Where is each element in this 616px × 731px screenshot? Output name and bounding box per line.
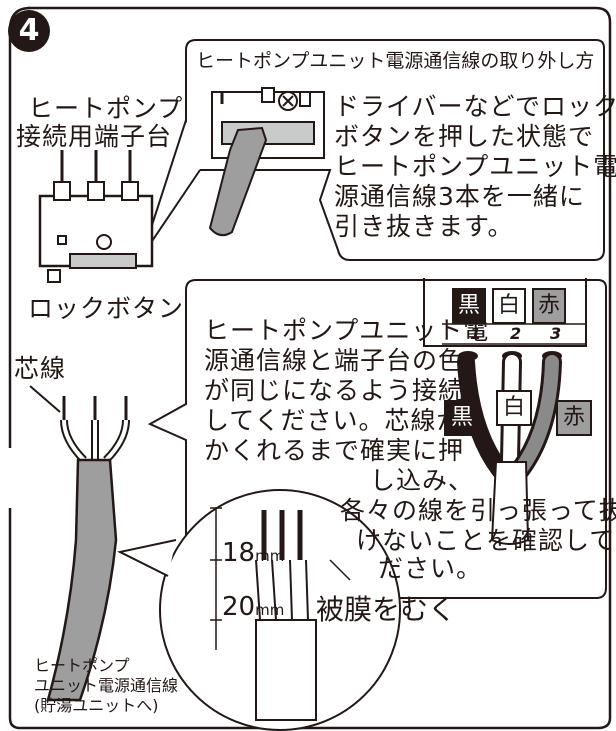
lock-button-label: ロックボタン xyxy=(28,294,185,323)
connection-line-8: けないことを確認してく xyxy=(356,526,616,555)
strip-20-value: 20mm xyxy=(222,592,285,622)
connection-line-4: してください。芯線が xyxy=(204,406,463,435)
removal-line-4: 源通信線3本を一緒に xyxy=(334,182,585,211)
terminal-number-1: 1 xyxy=(470,324,482,343)
color-label-white-top: 白 xyxy=(492,288,526,324)
connection-line-1: ヒートポンプユニット電 xyxy=(204,316,490,345)
color-label-black-wire: 黒 xyxy=(444,400,480,436)
color-label-red-top: 赤 xyxy=(532,288,566,324)
cable-label-line1: ヒートポンプ xyxy=(34,656,130,675)
connection-line-3: が同じになるよう接続 xyxy=(204,376,465,405)
cable-label-line3: (貯湯ユニットへ) xyxy=(34,696,159,715)
cable-label-line2: ユニット電源通信線 xyxy=(34,676,179,695)
strip-18-value: 18mm xyxy=(222,538,285,568)
removal-callout-frame xyxy=(185,39,605,261)
connection-line-2: 源通信線と端子台の色 xyxy=(204,346,465,375)
strip-length-magnifier xyxy=(117,489,401,731)
cable-illustration xyxy=(29,385,130,702)
color-label-red-wire: 赤 xyxy=(556,400,592,436)
removal-line-2: ボタンを押した状態で xyxy=(334,122,595,151)
connection-terminal-illustration xyxy=(423,278,587,545)
removal-heading: ヒートポンプユニット電源通信線の取り外し方 xyxy=(196,50,595,72)
color-label-white-wire: 白 xyxy=(496,390,532,426)
terminal-block xyxy=(38,150,154,283)
removal-line-5: 引き抜きます。 xyxy=(334,212,514,241)
step-number-badge: 4 xyxy=(8,10,50,52)
removal-line-3: ヒートポンプユニット電 xyxy=(334,152,616,181)
core-wire-label: 芯線 xyxy=(14,354,67,383)
terminal-number-2: 2 xyxy=(510,324,522,343)
step-frame xyxy=(8,6,612,730)
terminal-number-3: 3 xyxy=(550,324,562,343)
strip-instruction: 被膜をむく xyxy=(316,593,457,626)
color-label-black-top: 黒 xyxy=(452,288,486,324)
terminal-title-line2: 接続用端子台 xyxy=(16,122,173,151)
terminal-title-line1: ヒートポンプ xyxy=(28,94,184,123)
connection-line-7: 各々の線を引っ張って抜 xyxy=(340,496,616,525)
connection-line-9: ださい。 xyxy=(378,554,483,583)
connection-line-5: かくれるまで確実に押 xyxy=(204,436,465,465)
connection-line-6: し込み、 xyxy=(370,466,475,495)
screwdriver-illustration xyxy=(208,87,325,237)
removal-line-1: ドライバーなどでロック xyxy=(334,92,616,121)
